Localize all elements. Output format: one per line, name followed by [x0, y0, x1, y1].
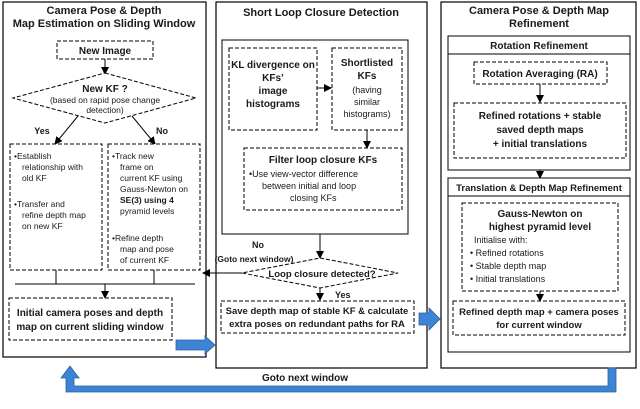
shortlist-line-4: similar — [354, 97, 380, 107]
arrow-no-branch — [131, 115, 156, 145]
refined-line-2: saved depth maps — [496, 125, 584, 136]
feedback-loop-arrow — [60, 365, 617, 393]
shortlist-line-2: KFs — [358, 71, 377, 82]
shortlist-line-5: histograms) — [343, 109, 390, 119]
yes-line-1: •Establish — [14, 151, 52, 161]
no-line-4: Gauss-Newton on — [120, 184, 188, 194]
save-depth-box — [220, 300, 415, 334]
no-line-10: of current KF — [120, 255, 169, 265]
kl-line-1: KL divergence on — [231, 60, 315, 71]
no-line-8: •Refine depth — [112, 233, 163, 243]
yes-line-7: on new KF — [22, 221, 63, 231]
yes-label-left: Yes — [34, 126, 50, 136]
no-action-text: •Track new frame on current KF using Gau… — [112, 151, 188, 265]
left-panel-title-2: Map Estimation on Sliding Window — [13, 18, 196, 30]
new-kf-note-2: detection) — [86, 105, 123, 115]
rotation-averaging-box — [473, 61, 608, 85]
gauss-newton-box — [461, 202, 619, 292]
no-line-5: SE(3) using 4 — [120, 195, 174, 205]
block-arrow-middle-to-right — [418, 307, 441, 331]
block-arrow-left-to-middle — [175, 335, 216, 355]
no-line-6: pyramid levels — [120, 206, 174, 216]
refined-line-3: + initial translations — [493, 139, 588, 150]
shortlist-line-3: (having — [352, 85, 382, 95]
init-item-2: • Stable depth map — [470, 261, 546, 271]
refined-line-1: Refined rotations + stable — [479, 111, 602, 122]
no-line-1: •Track new — [112, 151, 155, 161]
new-kf-question: New KF ? — [82, 84, 128, 95]
shortlisted-text: Shortlisted KFs (having similar histogra… — [341, 58, 393, 119]
kl-line-2: KFs’ — [262, 73, 284, 84]
new-kf-decision — [11, 72, 198, 124]
no-line-9: map and pose — [120, 244, 174, 254]
translation-refinement-title: Translation & Depth Map Refinement — [456, 183, 623, 194]
new-image-label: New Image — [79, 46, 132, 57]
right-panel-title-1: Camera Pose & Depth Map — [469, 5, 609, 17]
init-item-3: • Initial translations — [470, 274, 546, 284]
goto-next-window-label: Goto next window — [262, 373, 348, 384]
no-label-middle: No — [252, 240, 264, 250]
yes-action-text: •Establish relationship with old KF •Tra… — [14, 151, 86, 231]
rotation-averaging-label: Rotation Averaging (RA) — [482, 69, 597, 80]
output-line-1: Refined depth map + camera poses — [459, 307, 619, 318]
new-kf-note-1: (based on rapid pose change — [50, 95, 160, 105]
yes-line-3: old KF — [22, 173, 47, 183]
kl-divergence-box — [228, 47, 318, 131]
save-line-2: extra poses on redundant paths for RA — [229, 319, 405, 330]
yes-action-box — [9, 143, 103, 271]
kl-line-3: image — [259, 86, 288, 97]
no-action-box — [107, 143, 201, 271]
yes-label-middle: Yes — [335, 290, 351, 300]
yes-line-2: relationship with — [22, 162, 83, 172]
loop-closure-question: Loop closure detected? — [268, 269, 375, 280]
kl-divergence-text: KL divergence on KFs’ image histograms — [231, 60, 315, 110]
filter-title: Filter loop closure KFs — [269, 155, 378, 166]
no-line-2: frame on — [120, 162, 154, 172]
init-item-1: • Refined rotations — [470, 248, 544, 258]
initialise-title: Initialise with: — [474, 235, 528, 245]
filter-line-1: •Use view-vector difference — [249, 169, 358, 179]
gauss-newton-line-2: highest pyramid level — [489, 222, 591, 233]
refined-output-box — [452, 300, 626, 336]
gauss-newton-line-1: Gauss-Newton on — [497, 209, 582, 220]
arrow-yes-branch — [54, 115, 79, 145]
no-line-3: current KF using — [120, 173, 183, 183]
goto-next-window-note: (Goto next window) — [215, 254, 294, 264]
output-line-2: for current window — [496, 320, 582, 331]
initial-poses-box — [8, 297, 173, 341]
yes-line-5: •Transfer and — [14, 199, 65, 209]
yes-line-6: refine depth map — [22, 210, 86, 220]
middle-panel-title: Short Loop Closure Detection — [243, 7, 399, 19]
right-panel-title-2: Refinement — [509, 18, 569, 30]
rotation-refinement-title: Rotation Refinement — [490, 41, 588, 52]
no-label-left: No — [156, 126, 168, 136]
filter-line-3: closing KFs — [290, 193, 337, 203]
kl-line-4: histograms — [246, 99, 300, 110]
initial-poses-line-2: map on current sliding window — [16, 322, 163, 333]
filter-line-2: between initial and loop — [262, 181, 356, 191]
refined-rotations-box — [453, 102, 627, 159]
save-line-1: Save depth map of stable KF & calculate — [226, 306, 409, 317]
left-panel-title-1: Camera Pose & Depth — [47, 5, 162, 17]
filter-loop-box — [243, 147, 403, 211]
shortlist-line-1: Shortlisted — [341, 58, 393, 69]
initial-poses-line-1: Initial camera poses and depth — [17, 308, 163, 319]
